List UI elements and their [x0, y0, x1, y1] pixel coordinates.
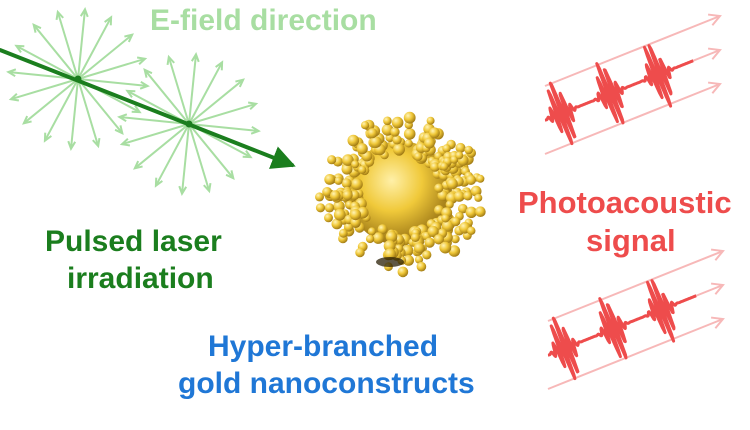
pulsed-laser-label: Pulsed laser: [45, 225, 222, 258]
photoacoustic-waveform-bottom-icon: [547, 248, 725, 390]
efield-star-right-icon: [117, 52, 261, 196]
laser-beam-icon: [0, 48, 296, 169]
gold-nanoconstructs-label: gold nanoconstructs: [178, 367, 475, 400]
hyper-branched-label: Hyper-branched: [208, 330, 439, 363]
gold-nanoparticle-icon: [315, 111, 486, 278]
efield-star-left-icon: [6, 7, 150, 151]
irradiation-label: irradiation: [67, 262, 214, 295]
photoacoustic-waveform-top-icon: [544, 13, 722, 155]
photoacoustic-label: Photoacoustic: [518, 185, 732, 220]
efield-direction-label: E-field direction: [150, 4, 377, 37]
signal-label: signal: [586, 223, 676, 258]
